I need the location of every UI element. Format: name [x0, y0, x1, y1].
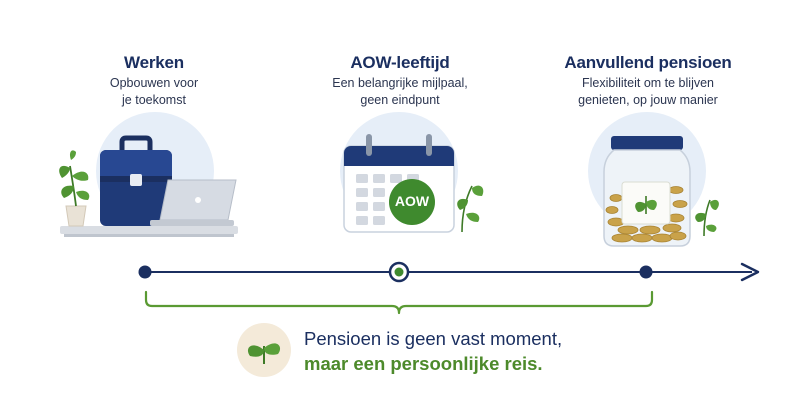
stage-title-pensioen: Aanvullend pensioen	[564, 53, 732, 72]
timeline	[138, 261, 760, 283]
timeline-dot-pensioen	[639, 265, 653, 279]
stage-title-werken: Werken	[124, 53, 184, 72]
briefcase-laptop-plant-icon	[59, 135, 238, 237]
message-line-2: maar een persoonlijke reis.	[304, 353, 543, 374]
timeline-dot-werken	[138, 265, 152, 279]
journey-brace	[144, 290, 654, 315]
message-line-1: Pensioen is geen vast moment,	[304, 328, 563, 349]
calendar-aow-icon	[343, 134, 484, 233]
stage-subtitle-aow: Een belangrijke mijlpaal, geen eindpunt	[332, 76, 468, 107]
sprout-icon	[237, 323, 291, 377]
savings-jar-icon	[603, 136, 719, 247]
stage-subtitle-werken: Opbouwen voor je toekomst	[109, 76, 199, 107]
aow-badge-label: AOW	[394, 193, 430, 209]
journey-message: Pensioen is geen vast moment, maar een p…	[304, 326, 562, 376]
stage-subtitle-pensioen: Flexibiliteit om te blijven genieten, op…	[578, 76, 718, 107]
stage-title-aow: AOW-leeftijd	[350, 53, 450, 72]
